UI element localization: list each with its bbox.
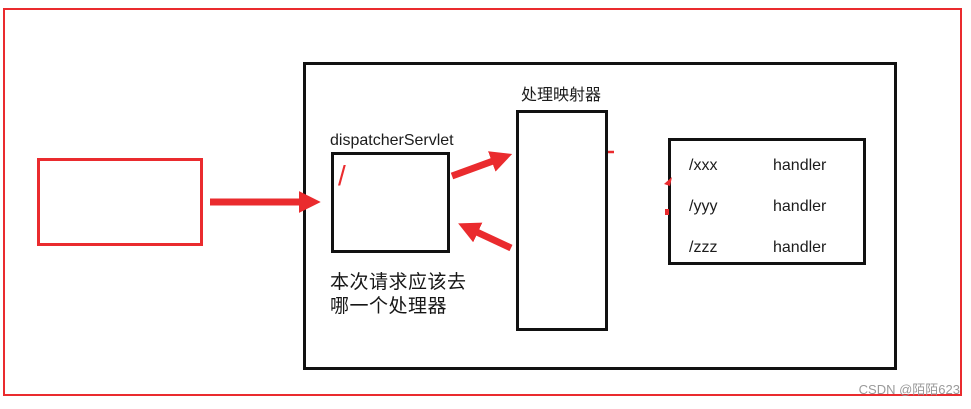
mapping-handler: handler xyxy=(773,157,827,174)
dispatcher-servlet-label: dispatcherServlet xyxy=(330,132,454,149)
mapping-path: /xxx xyxy=(689,157,718,174)
servlet-container-box xyxy=(303,62,897,370)
table-row: /yyy handler xyxy=(689,198,863,217)
dispatcher-note-line2: 哪一个处理器 xyxy=(330,296,448,317)
dispatcher-servlet-box xyxy=(331,152,450,253)
request-path-slash: / xyxy=(338,160,346,191)
handler-mapping-table: /xxx handler /yyy handler /zzz handler xyxy=(668,138,866,265)
outer-red-border xyxy=(3,8,962,396)
handler-mapper-label: 处理映射器 xyxy=(521,87,602,104)
table-row: /zzz handler xyxy=(689,239,863,258)
request-box xyxy=(37,158,203,246)
mapping-handler: handler xyxy=(773,239,827,256)
dispatcher-note: 本次请求应该去 哪一个处理器 xyxy=(330,271,467,319)
dispatcher-note-line1: 本次请求应该去 xyxy=(330,272,467,293)
table-row: /xxx handler xyxy=(689,157,863,176)
mapping-path: /yyy xyxy=(689,198,718,215)
mapping-handler: handler xyxy=(773,198,827,215)
handler-mapper-box xyxy=(516,110,608,331)
mapping-path: /zzz xyxy=(689,239,718,256)
watermark-text: CSDN @陌陌623 xyxy=(858,382,960,397)
